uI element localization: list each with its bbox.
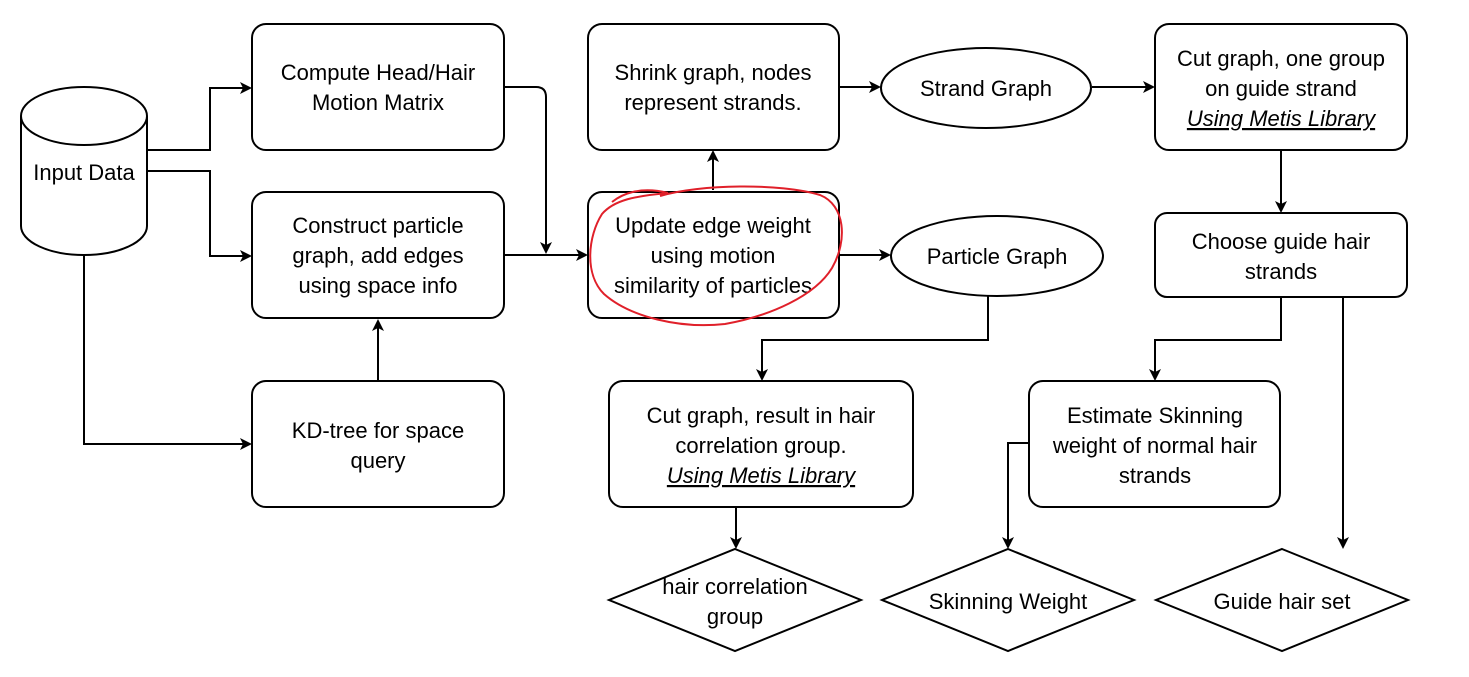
label-line: Update edge weight (615, 213, 811, 238)
node-guide-hair-set: Guide hair set (1153, 547, 1411, 653)
cylinder-shape (20, 86, 148, 256)
label-line: Strand Graph (920, 76, 1052, 101)
node-label: Skinning Weight (929, 589, 1088, 614)
label-line: strands (1119, 463, 1191, 488)
node-hair-corr-group: hair correlation group (606, 547, 864, 653)
node-label: Shrink graph, nodes represent strands. (615, 60, 812, 115)
output-diamond (879, 547, 1137, 653)
label-line: represent strands. (624, 90, 801, 115)
label-line: Motion Matrix (312, 90, 444, 115)
node-label: Choose guide hair strands (1192, 229, 1371, 284)
label-line: using space info (299, 273, 458, 298)
label-line: Compute Head/Hair (281, 60, 475, 85)
node-label: Estimate Skinning weight of normal hair st… (1052, 403, 1257, 488)
label-line: KD-tree for space (292, 418, 464, 443)
node-update-weight: Update edge weight using motion similarity… (587, 191, 840, 319)
label-line: hair correlation (662, 574, 808, 599)
edge-input-to-compute (147, 82, 252, 151)
process-box (1154, 23, 1408, 151)
process-box (251, 191, 505, 319)
node-kd-tree: KD-tree for space query (251, 380, 505, 508)
node-label: Cut graph, result in hair correlation gro… (647, 403, 876, 488)
edge-estimate-to-skinning (1002, 442, 1028, 549)
edge-compute-to-update (505, 86, 552, 254)
label-line: using motion (651, 243, 776, 268)
red-annotation-circle (589, 185, 843, 327)
node-skinning-weight: Skinning Weight (879, 547, 1137, 653)
label-line: correlation group. (675, 433, 846, 458)
metis-library-link: Using Metis Library (667, 463, 857, 488)
process-box (251, 23, 505, 151)
label-line: Guide hair set (1214, 589, 1351, 614)
output-diamond (1153, 547, 1411, 653)
node-label: hair correlation group (662, 574, 808, 629)
label-line: Construct particle (292, 213, 463, 238)
process-box (1154, 212, 1408, 298)
data-ellipse (890, 215, 1104, 297)
edge-input-to-kdtree (83, 255, 252, 450)
label-line: Cut graph, result in hair (647, 403, 876, 428)
metis-library-link: Using Metis Library (1187, 106, 1377, 131)
node-label: Input Data (33, 160, 135, 185)
label-line: on guide strand (1205, 76, 1357, 101)
data-ellipse (880, 47, 1092, 129)
label-line: weight of normal hair (1052, 433, 1257, 458)
process-box (1028, 380, 1281, 508)
label-line: Input Data (33, 160, 135, 185)
process-box (587, 23, 840, 151)
edges (83, 81, 1349, 549)
node-construct-graph: Construct particle graph, add edges using … (251, 191, 505, 319)
node-label: Guide hair set (1214, 589, 1351, 614)
label-line: similarity of particles (614, 273, 812, 298)
node-label: Particle Graph (927, 244, 1068, 269)
node-strand-graph: Strand Graph (880, 47, 1092, 129)
node-label: Update edge weight using motion similarity… (614, 213, 812, 298)
node-label: Construct particle graph, add edges using … (292, 213, 463, 298)
label-line: graph, add edges (292, 243, 463, 268)
node-estimate-skin: Estimate Skinning weight of normal hair st… (1028, 380, 1281, 508)
label-line: Choose guide hair (1192, 229, 1371, 254)
label-line: Estimate Skinning (1067, 403, 1243, 428)
label-line: Particle Graph (927, 244, 1068, 269)
output-diamond (606, 547, 864, 653)
edge-choose-to-estimate (1149, 298, 1282, 381)
node-label: KD-tree for space query (292, 418, 464, 473)
node-input-data: Input Data (20, 86, 148, 256)
edge-input-to-construct (147, 170, 252, 262)
node-particle-graph: Particle Graph (890, 215, 1104, 297)
edge-particle-to-cutcorr (756, 296, 989, 381)
cylinder-top-rim (20, 115, 148, 146)
label-line: Cut graph, one group (1177, 46, 1385, 71)
label-line: Shrink graph, nodes (615, 60, 812, 85)
label-line: query (350, 448, 405, 473)
process-box (608, 380, 914, 508)
process-box (251, 380, 505, 508)
node-cut-graph-corr: Cut graph, result in hair correlation gro… (608, 380, 914, 508)
label-line: Skinning Weight (929, 589, 1088, 614)
node-choose-guide: Choose guide hair strands (1154, 212, 1408, 298)
label-line: group (707, 604, 763, 629)
label-line: strands (1245, 259, 1317, 284)
node-shrink-graph: Shrink graph, nodes represent strands. (587, 23, 840, 151)
node-label: Strand Graph (920, 76, 1052, 101)
